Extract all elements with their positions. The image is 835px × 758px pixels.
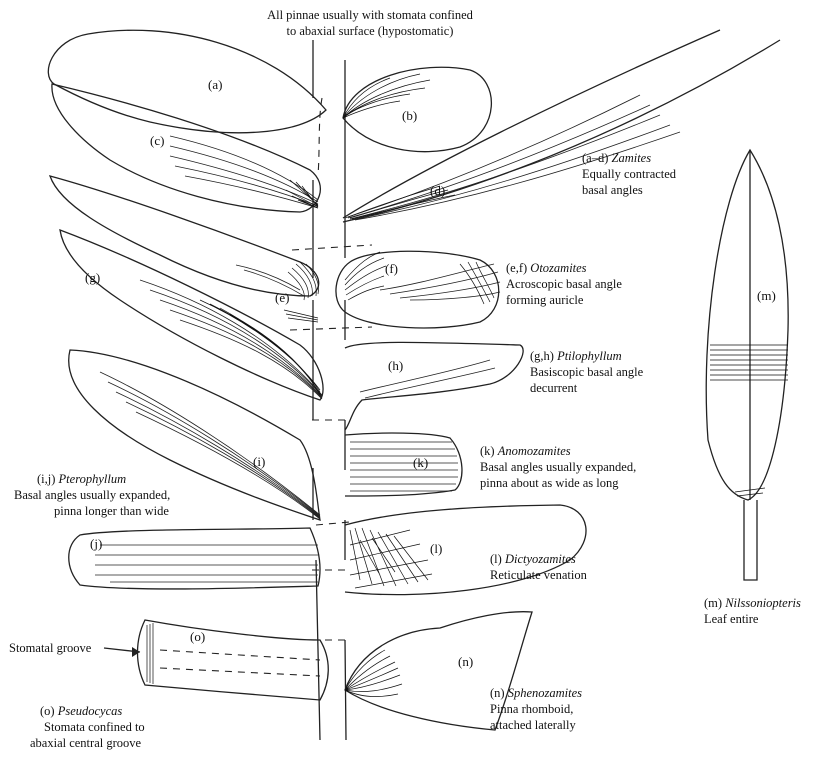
pinna-a: (a): [48, 30, 326, 133]
pinna-b: (b): [343, 67, 491, 151]
label-l: (l): [430, 541, 442, 556]
label-k: (k): [413, 455, 428, 470]
svg-text:(m) Nilssoniopteris: (m) Nilssoniopteris: [704, 596, 801, 610]
ptilophyllum-line-2: decurrent: [530, 381, 578, 395]
label-o: (o): [190, 629, 205, 644]
dictyozamites-letters: (l): [490, 552, 502, 566]
anomozamites-line-2: pinna about as wide as long: [480, 476, 619, 490]
anomozamites-line-1: Basal angles usually expanded,: [480, 460, 636, 474]
otozamites-line-2: forming auricle: [506, 293, 584, 307]
caption-dictyozamites: (l) Dictyozamites Reticulate venation: [490, 552, 588, 582]
header-line-1: All pinnae usually with stomata confined: [267, 8, 474, 22]
label-b: (b): [402, 108, 417, 123]
pterophyllum-line-2: pinna longer than wide: [54, 504, 169, 518]
label-c: (c): [150, 133, 164, 148]
stomatal-groove-annotation: Stomatal groove: [9, 641, 140, 657]
svg-text:(g,h) Ptilophyllum: (g,h) Ptilophyllum: [530, 349, 622, 363]
dictyozamites-line-1: Reticulate venation: [490, 568, 588, 582]
pinna-d: (d): [343, 30, 780, 222]
pseudocycas-line-1: Stomata confined to: [44, 720, 145, 734]
leaf-m: (m): [706, 150, 788, 580]
pinna-j: (j): [69, 528, 320, 589]
caption-pseudocycas: (o) Pseudocycas Stomata confined to abax…: [30, 704, 145, 750]
otozamites-letters: (e,f): [506, 261, 527, 275]
caption-ptilophyllum: (g,h) Ptilophyllum Basiscopic basal angl…: [530, 349, 644, 395]
sphenozamites-letters: (n): [490, 686, 505, 700]
pseudocycas-letters: (o): [40, 704, 55, 718]
label-h: (h): [388, 358, 403, 373]
zamites-line-1: Equally contracted: [582, 167, 677, 181]
svg-text:(e,f) Otozamites: (e,f) Otozamites: [506, 261, 587, 275]
ptilophyllum-genus: Ptilophyllum: [556, 349, 622, 363]
svg-text:(l) Dictyozamites: (l) Dictyozamites: [490, 552, 576, 566]
zamites-letters: (a–d): [582, 151, 608, 165]
pseudocycas-line-2: abaxial central groove: [30, 736, 142, 750]
pseudocycas-genus: Pseudocycas: [57, 704, 123, 718]
zamites-genus: Zamites: [612, 151, 652, 165]
otozamites-genus: Otozamites: [530, 261, 586, 275]
pinna-h: (h): [345, 342, 523, 430]
nilssoniopteris-letters: (m): [704, 596, 722, 610]
zamites-line-2: basal angles: [582, 183, 643, 197]
svg-text:(k) Anomozamites: (k) Anomozamites: [480, 444, 571, 458]
svg-text:(a–d) Zamites: (a–d) Zamites: [582, 151, 651, 165]
pterophyllum-genus: Pterophyllum: [58, 472, 127, 486]
dictyozamites-genus: Dictyozamites: [504, 552, 576, 566]
pinna-o: (o): [138, 620, 329, 700]
label-f: (f): [385, 261, 398, 276]
ptilophyllum-letters: (g,h): [530, 349, 554, 363]
header-line-2: to abaxial surface (hypostomatic): [287, 24, 454, 38]
caption-otozamites: (e,f) Otozamites Acroscopic basal angle …: [506, 261, 622, 307]
nilssoniopteris-genus: Nilssoniopteris: [724, 596, 801, 610]
caption-anomozamites: (k) Anomozamites Basal angles usually ex…: [480, 444, 636, 490]
caption-sphenozamites: (n) Sphenozamites Pinna rhomboid, attach…: [490, 686, 582, 732]
svg-text:(n) Sphenozamites: (n) Sphenozamites: [490, 686, 582, 700]
caption-nilssoniopteris: (m) Nilssoniopteris Leaf entire: [704, 596, 801, 626]
label-e: (e): [275, 290, 289, 305]
label-i: (i): [253, 454, 265, 469]
label-g: (g): [85, 270, 100, 285]
label-d: (d): [430, 183, 445, 198]
pterophyllum-letters: (i,j): [37, 472, 55, 486]
anomozamites-letters: (k): [480, 444, 495, 458]
pterophyllum-line-1: Basal angles usually expanded,: [14, 488, 170, 502]
sphenozamites-line-2: attached laterally: [490, 718, 576, 732]
pinna-f: (f): [336, 251, 500, 328]
pinna-e: (e): [50, 176, 319, 322]
svg-text:(i,j) Pterophyllum: (i,j) Pterophyllum: [37, 472, 126, 486]
ptilophyllum-line-1: Basiscopic basal angle: [530, 365, 644, 379]
label-a: (a): [208, 77, 222, 92]
svg-text:(o) Pseudocycas: (o) Pseudocycas: [40, 704, 122, 718]
caption-pterophyllum: (i,j) Pterophyllum Basal angles usually …: [14, 472, 170, 518]
sphenozamites-genus: Sphenozamites: [508, 686, 582, 700]
anomozamites-genus: Anomozamites: [497, 444, 571, 458]
stomatal-groove-label: Stomatal groove: [9, 641, 92, 655]
sphenozamites-line-1: Pinna rhomboid,: [490, 702, 573, 716]
otozamites-line-1: Acroscopic basal angle: [506, 277, 622, 291]
caption-zamites: (a–d) Zamites Equally contracted basal a…: [582, 151, 677, 197]
label-m: (m): [757, 288, 776, 303]
nilssoniopteris-line-1: Leaf entire: [704, 612, 759, 626]
label-n: (n): [458, 654, 473, 669]
label-j: (j): [90, 536, 102, 551]
pinna-k: (k): [345, 433, 462, 496]
